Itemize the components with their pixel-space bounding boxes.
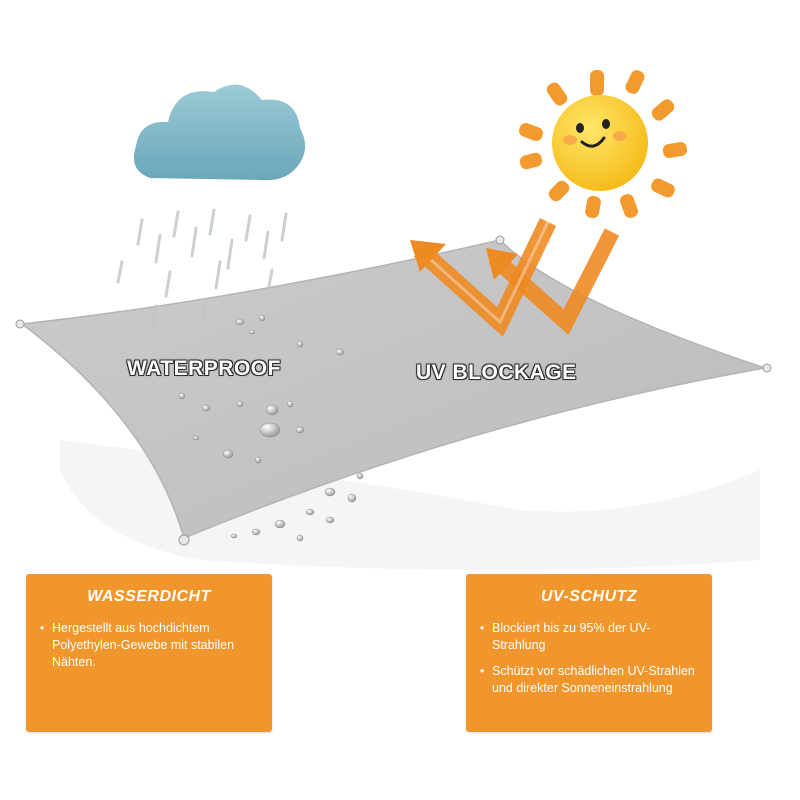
shade-sail bbox=[15, 235, 772, 546]
card-bullet: Hergestellt aus hochdichtem Polyethylen-… bbox=[40, 620, 258, 671]
card-bullet: Schützt vor schädlichen UV-Strahlen und … bbox=[480, 663, 698, 697]
waterproof-card: WASSERDICHT Hergestellt aus hochdichtem … bbox=[26, 574, 272, 732]
uv-deflect-arrow-icon bbox=[410, 218, 620, 337]
uv-blockage-label: UV BLOCKAGE bbox=[416, 361, 577, 384]
water-droplet-icon bbox=[178, 314, 364, 542]
card-bullets: Blockiert bis zu 95% der UV-Strahlung Sc… bbox=[466, 620, 712, 697]
card-bullet: Blockiert bis zu 95% der UV-Strahlung bbox=[480, 620, 698, 654]
rain-cloud-icon bbox=[116, 84, 306, 328]
smiling-sun-icon bbox=[519, 70, 688, 219]
card-title-uv-schutz: UV-SCHUTZ bbox=[540, 588, 638, 605]
card-bullets: Hergestellt aus hochdichtem Polyethylen-… bbox=[26, 620, 272, 671]
uv-protection-card: UV-SCHUTZ Blockiert bis zu 95% der UV-St… bbox=[466, 574, 712, 732]
waterproof-label: WATERPROOF bbox=[127, 357, 281, 380]
card-title-wasserdicht: WASSERDICHT bbox=[87, 588, 211, 605]
